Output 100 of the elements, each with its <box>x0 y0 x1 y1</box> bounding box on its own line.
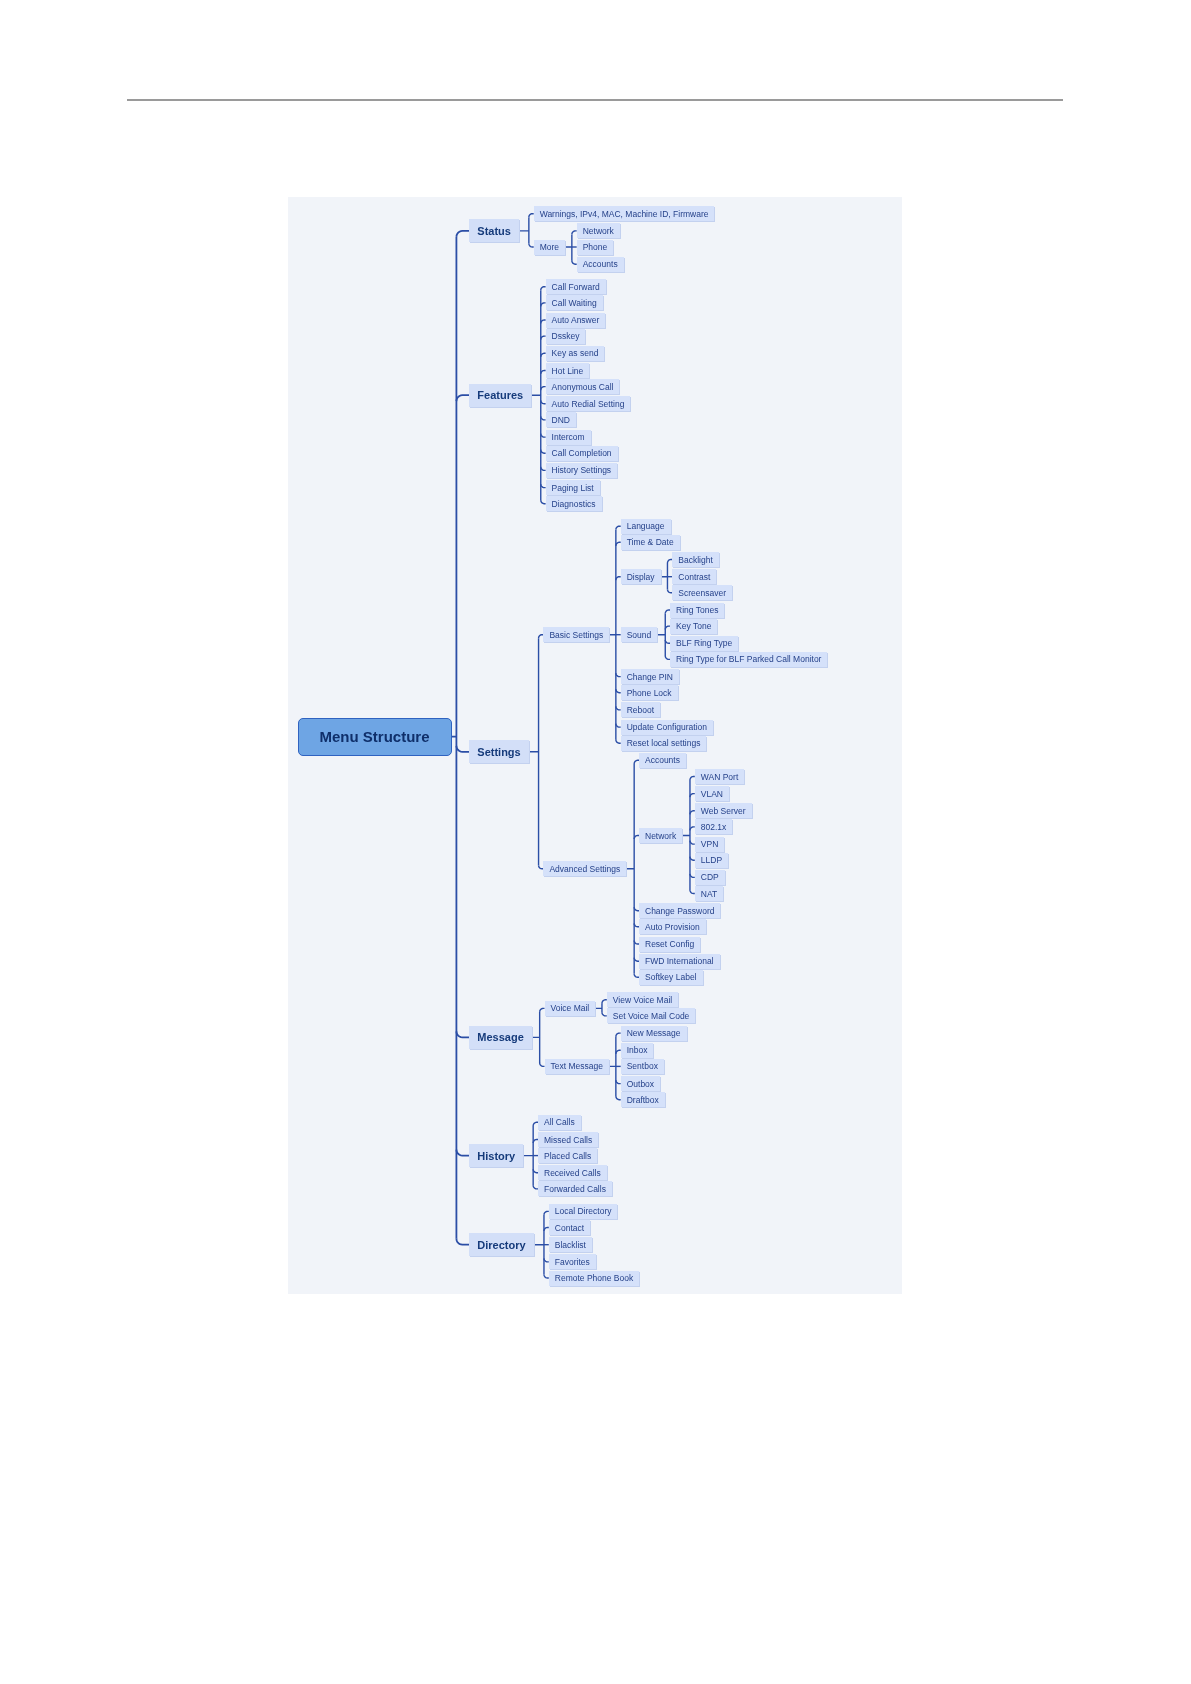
menu-item: Display <box>620 569 661 585</box>
menu-item: Placed Calls <box>538 1148 598 1164</box>
connector-line <box>633 906 640 912</box>
connector-line <box>532 1154 539 1157</box>
connector-line <box>615 1065 622 1068</box>
connector-line <box>615 541 622 547</box>
connector-line <box>518 216 530 245</box>
connector-line <box>689 792 696 798</box>
connector-line <box>625 763 635 975</box>
connector-line <box>664 609 671 615</box>
menu-item: Advanced Settings <box>543 861 627 877</box>
connector-line <box>615 1095 622 1101</box>
connector-line <box>633 957 640 962</box>
connector-line <box>633 939 640 945</box>
connector-line <box>615 525 622 531</box>
menu-item: Web Server <box>694 803 752 819</box>
connector-line <box>538 1062 546 1068</box>
connector-line <box>455 1030 471 1039</box>
connector-line <box>681 779 691 891</box>
connector-line <box>540 432 547 438</box>
connector-line <box>615 1079 622 1085</box>
menu-item: Auto Provision <box>639 919 706 935</box>
connector-line <box>615 739 622 744</box>
connector-line <box>615 1049 622 1055</box>
connector-line <box>594 1002 603 1014</box>
connector-line <box>601 1011 608 1017</box>
connector-line <box>540 335 547 341</box>
connector-line <box>540 449 547 454</box>
connector-line <box>689 873 696 879</box>
main-topic: Features <box>469 383 532 407</box>
connector-line <box>540 369 547 375</box>
menu-item: Change PIN <box>620 669 679 685</box>
connector-line <box>532 1214 545 1276</box>
connector-line <box>522 1125 534 1187</box>
connector-line <box>537 864 545 870</box>
connector-line <box>615 1032 622 1038</box>
connector-line <box>615 672 622 678</box>
connector-line <box>689 810 696 815</box>
connector-line <box>528 213 535 218</box>
menu-item: View Voice Mail <box>606 992 679 1008</box>
menu-item: Contact <box>548 1220 591 1235</box>
connector-line <box>601 999 608 1004</box>
connector-line <box>455 744 471 753</box>
menu-item: Blacklist <box>548 1237 592 1253</box>
connector-line <box>571 230 578 236</box>
connector-line <box>531 1011 541 1064</box>
main-topic: Status <box>469 219 519 243</box>
connector-line <box>532 1168 539 1174</box>
connector-line <box>615 688 622 694</box>
menu-item: NAT <box>694 886 724 901</box>
connector-line <box>633 759 640 765</box>
connector-line <box>540 352 547 358</box>
menu-item: Network <box>576 223 620 239</box>
connector-line <box>530 289 542 501</box>
connector-line <box>543 1273 550 1279</box>
connector-line <box>543 1244 550 1246</box>
menu-item: Warnings, IPv4, MAC, Machine ID, Firmware <box>533 206 715 222</box>
menu-item: Basic Settings <box>543 627 610 643</box>
connector-line <box>689 839 696 845</box>
central-topic: Menu Structure <box>297 717 452 756</box>
connector-line <box>689 889 696 895</box>
main-topic: Settings <box>469 740 529 764</box>
connector-line <box>571 260 578 265</box>
menu-item: Backlight <box>672 552 719 567</box>
connector-line <box>689 826 696 832</box>
menu-item: Call Waiting <box>545 295 603 311</box>
menu-item: 802.1x <box>694 819 733 835</box>
main-topic: History <box>469 1144 524 1168</box>
connector-line <box>455 1237 471 1246</box>
menu-item: Favorites <box>548 1254 596 1270</box>
menu-item: Anonymous Call <box>545 379 620 395</box>
menu-item: Draftbox <box>620 1092 665 1108</box>
connector-line <box>540 302 547 308</box>
connector-line <box>532 1184 539 1190</box>
menu-item: Sound <box>620 627 658 643</box>
connector-line <box>543 1210 550 1216</box>
connector-line <box>608 1035 617 1097</box>
menu-item: Auto Redial Setting <box>545 396 631 412</box>
connector-line <box>689 775 696 781</box>
menu-item: VLAN <box>694 786 729 802</box>
connector-line <box>540 399 547 405</box>
menu-item: Network <box>639 828 683 843</box>
menu-item: Phone Lock <box>620 685 678 701</box>
menu-item: Set Voice Mail Code <box>606 1008 696 1024</box>
connector-line <box>540 415 547 421</box>
menu-item: Received Calls <box>538 1165 607 1181</box>
menu-item: DND <box>545 412 576 428</box>
menu-item: Missed Calls <box>538 1132 599 1147</box>
menu-item: Hot Line <box>545 363 590 378</box>
connector-line <box>538 1007 546 1013</box>
connector-line <box>615 576 622 581</box>
connector-line <box>540 499 547 505</box>
menu-item: Contrast <box>672 569 717 585</box>
connector-line <box>528 242 535 248</box>
connector-line <box>615 705 622 711</box>
menu-item: Outbox <box>620 1076 661 1092</box>
connector-line <box>540 319 547 325</box>
connector-line <box>571 246 578 248</box>
connector-line <box>659 562 669 590</box>
main-topic: Message <box>469 1025 532 1049</box>
